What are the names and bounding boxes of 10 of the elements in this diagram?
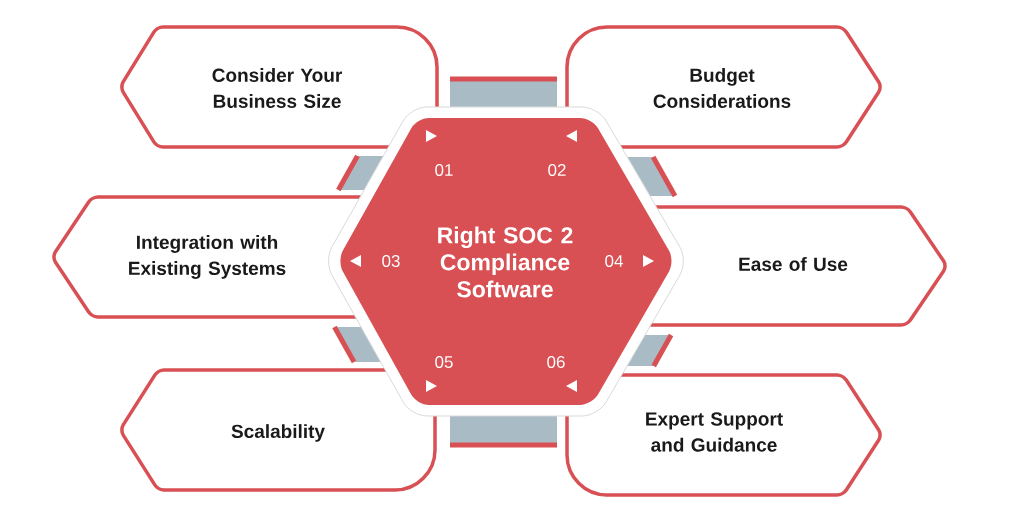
pointed-box: Expert Support and Guidance <box>565 373 882 497</box>
pointed-box: Scalability <box>120 368 437 492</box>
callout-number: 06 <box>547 355 565 368</box>
pointed-box: Consider Your Business Size <box>120 25 439 149</box>
callout-number: 03 <box>382 255 400 267</box>
callout-number: 02 <box>548 164 566 176</box>
callout-number: 01 <box>435 164 453 176</box>
callout-number: 05 <box>435 355 453 368</box>
callout-number: 04 <box>605 255 623 267</box>
pointed-box: Budget Considerations <box>565 25 882 149</box>
